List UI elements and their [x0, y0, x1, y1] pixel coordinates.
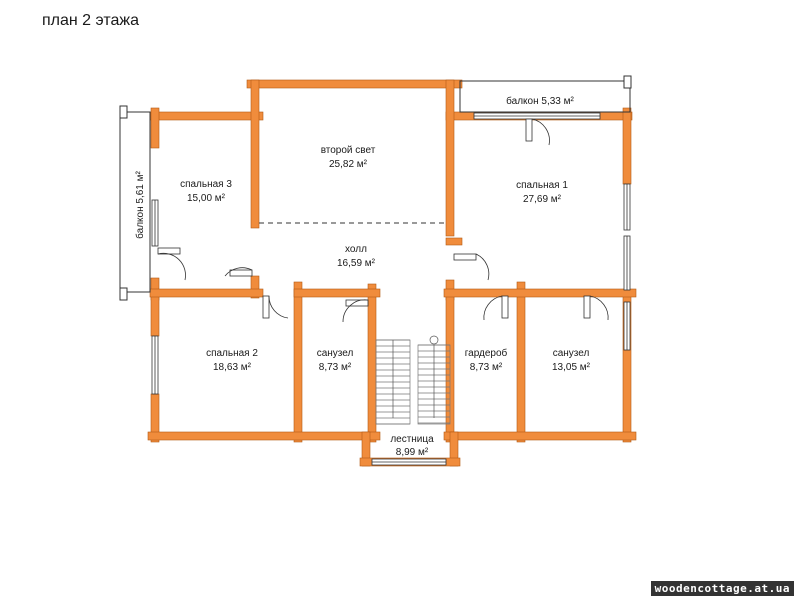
page-title: план 2 этажа: [42, 12, 139, 29]
wall-x298: [293, 281, 303, 443]
wall-x255-lower: [250, 275, 260, 299]
wall-x521: [516, 281, 526, 443]
area-second-light: 25,82 м²: [329, 159, 368, 170]
balcony-top-outline: [459, 80, 631, 113]
area-hall: 16,59 м²: [337, 258, 376, 269]
door-bedroom2: [262, 295, 289, 319]
wall-h293-right: [443, 288, 637, 298]
wall-h293-left: [149, 288, 264, 298]
area-stairs: 8,99 м²: [396, 447, 429, 458]
wall-x255-upper: [250, 79, 260, 229]
label-bedroom2: спальная 2: [206, 348, 258, 359]
area-bedroom1: 27,69 м²: [523, 194, 562, 205]
wall-x627-upper: [622, 107, 632, 185]
area-bathroom-left: 8,73 м²: [319, 362, 352, 373]
wall-top-center: [246, 79, 463, 89]
wall-top-left: [149, 111, 264, 121]
wall-h241-stub: [445, 237, 463, 246]
label-second-light: второй свет: [321, 145, 376, 156]
label-wardrobe: гардероб: [465, 347, 508, 359]
label-balcony-left: балкон 5,61 м²: [134, 170, 146, 238]
balcony-left-post-top: [119, 105, 128, 119]
area-bathroom-right: 13,05 м²: [552, 362, 591, 373]
windows: [151, 112, 631, 466]
door-wardrobe: [483, 295, 509, 321]
area-bedroom3: 15,00 м²: [187, 193, 226, 204]
wall-x450-upper: [445, 79, 455, 237]
label-stairs: лестница: [390, 434, 434, 445]
area-wardrobe: 8,73 м²: [470, 362, 503, 373]
room-labels: второй свет 25,82 м² спальная 1 27,69 м²…: [134, 95, 591, 458]
stair-marker: [429, 335, 439, 345]
walls: [147, 79, 637, 467]
balcony-left-outline: [119, 111, 151, 293]
watermark: woodencottage.at.ua: [650, 581, 794, 596]
area-bedroom2: 18,63 м²: [213, 362, 252, 373]
label-bedroom3: спальная 3: [180, 179, 232, 190]
wall-h293-mid: [293, 288, 381, 298]
balconies: [119, 75, 632, 301]
stairs: [375, 335, 451, 425]
wall-x155-upper: [150, 107, 160, 149]
door-bedroom1: [453, 253, 490, 281]
door-bathroom-left: [342, 299, 369, 323]
balcony-top-post: [623, 75, 632, 89]
wall-bottom-right: [443, 431, 637, 441]
doors: [157, 118, 609, 323]
door-bedroom3: [157, 247, 186, 281]
label-hall: холл: [345, 244, 367, 255]
label-bathroom-right: санузел: [553, 348, 590, 359]
label-bathroom-left: санузел: [317, 348, 354, 359]
door-bedroom3-hall: [224, 267, 253, 277]
label-bedroom1: спальная 1: [516, 180, 568, 191]
label-balcony-top: балкон 5,33 м²: [506, 95, 574, 107]
balcony-left-post-bottom: [119, 287, 128, 301]
wall-x372: [367, 283, 377, 443]
door-bathroom-right: [583, 295, 609, 321]
wall-bottom-left: [147, 431, 381, 441]
door-balcony-top: [525, 118, 550, 146]
